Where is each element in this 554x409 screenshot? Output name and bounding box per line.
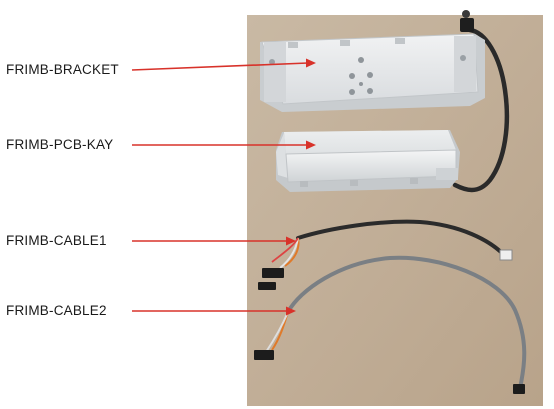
cable2-arrow [132, 306, 296, 316]
pcb-arrow [132, 140, 316, 150]
cable-2-part [254, 255, 527, 394]
bracket-cable [452, 27, 510, 193]
cable-1-part [258, 219, 513, 290]
bracket-part [260, 33, 485, 112]
bracket-label: FRIMB-BRACKET [6, 62, 119, 77]
pcb-enclosure-part [276, 130, 460, 192]
callout-arrows [131, 58, 316, 316]
pcb-label: FRIMB-PCB-KAY [6, 137, 114, 152]
cable1-arrow [132, 236, 296, 246]
bracket-cable-tip [462, 10, 470, 18]
bracket-cable-plug [460, 18, 474, 32]
cable2-label: FRIMB-CABLE2 [6, 303, 107, 318]
cable1-label: FRIMB-CABLE1 [6, 233, 107, 248]
bracket-arrow [131, 58, 316, 71]
